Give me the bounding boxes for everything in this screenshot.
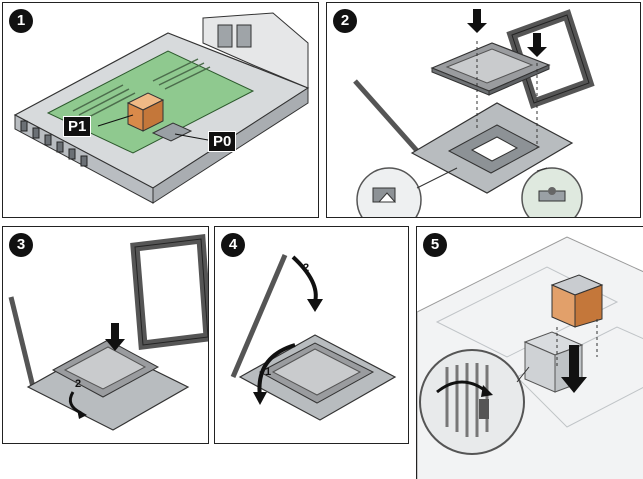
step-5-panel: 5 <box>416 226 643 479</box>
step-2-panel: 2 <box>326 2 641 218</box>
cpu-socket-open-illustration <box>353 9 595 217</box>
down-arrow <box>105 323 125 351</box>
callout-2: 2 <box>303 262 309 274</box>
step-2-badge: 2 <box>333 9 357 33</box>
load-plate <box>506 9 595 109</box>
step-1-panel: 1 P1 P0 <box>2 2 319 218</box>
lever-lock-illustration: 1 2 <box>230 254 397 421</box>
step-3-badge: 3 <box>9 233 33 257</box>
heatsink-install-illustration <box>417 236 643 479</box>
down-arrows <box>467 9 547 57</box>
step-5-badge: 5 <box>423 233 447 257</box>
heatsink-p1 <box>126 92 165 132</box>
callout-arrow-2 <box>291 255 323 312</box>
callout-arrow-2 <box>68 391 87 419</box>
callout-arrow-1 <box>253 343 296 405</box>
socket-p0 <box>151 122 193 142</box>
cpu-seated-illustration: 2 <box>8 233 208 431</box>
step-1-badge: 1 <box>9 9 33 33</box>
step-3-panel: 3 2 <box>2 226 209 444</box>
callout-1: 1 <box>265 366 271 378</box>
socket-lever <box>8 296 36 388</box>
detail-magnifier <box>419 349 525 455</box>
detail-magnifier-right <box>521 167 583 217</box>
socket-lever <box>230 254 288 378</box>
load-plate <box>130 233 208 351</box>
label-p1: P1 <box>63 116 92 137</box>
down-arrow <box>561 345 587 393</box>
label-p0: P0 <box>208 131 237 152</box>
step-4-badge: 4 <box>221 233 245 257</box>
step-4-panel: 4 1 2 <box>214 226 409 444</box>
heatsink <box>550 274 604 328</box>
server-chassis-illustration <box>13 12 310 204</box>
detail-magnifier-left <box>356 167 422 217</box>
socket-lever <box>353 79 421 155</box>
callout-2: 2 <box>75 378 81 390</box>
